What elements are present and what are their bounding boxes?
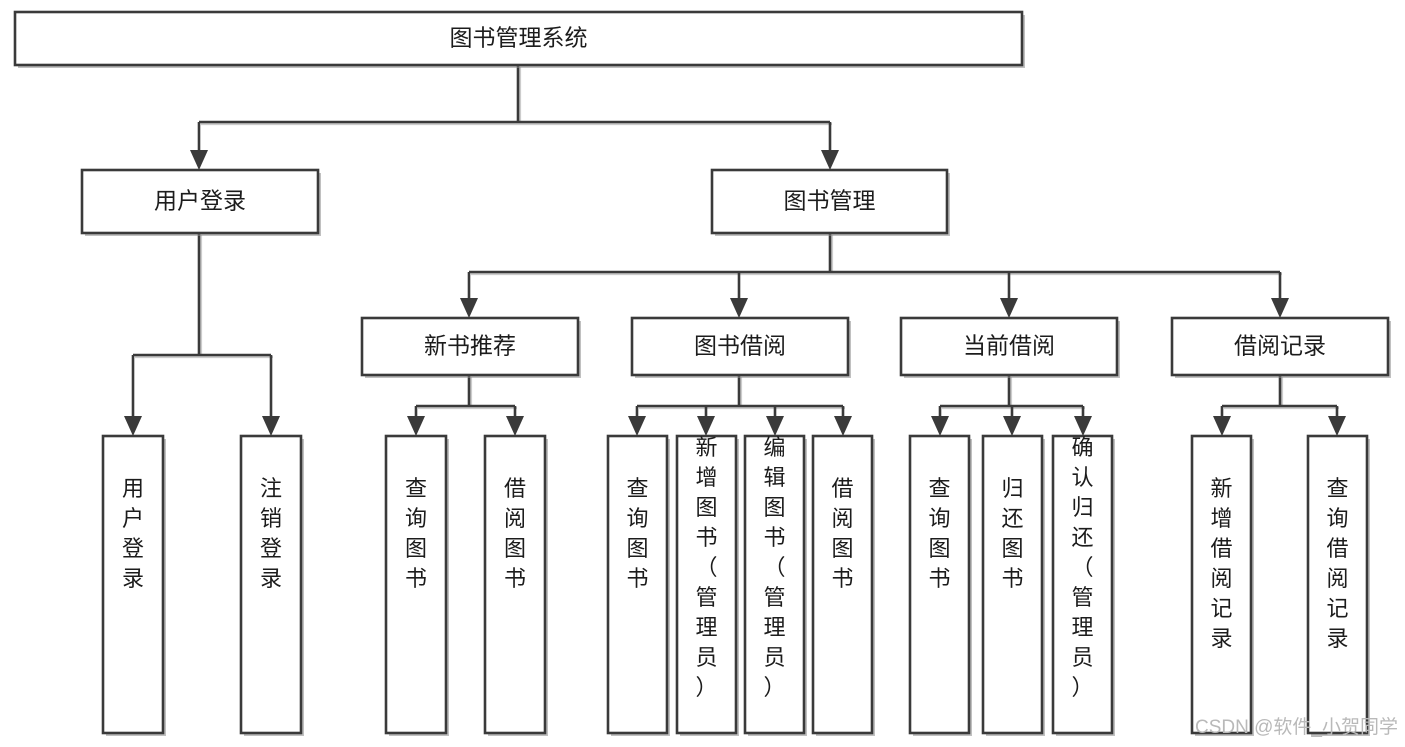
node-user-login[interactable]: 用户登录	[80, 168, 321, 236]
node-label: 确认归还（管理员）	[1071, 435, 1093, 700]
node-label: 图书借阅	[694, 333, 786, 359]
node-label: 查询借阅记录	[1326, 476, 1348, 651]
node-root[interactable]: 图书管理系统	[13, 10, 1025, 68]
node-label: 注销登录	[260, 476, 282, 591]
node-book-borrow[interactable]: 图书借阅	[630, 316, 851, 378]
node-label: 查询图书	[928, 476, 950, 591]
node-borrow-record[interactable]: 借阅记录	[1170, 316, 1391, 378]
node-leaf-edit-book-admin[interactable]: 编辑图书（管理员）	[743, 434, 807, 736]
node-label: 借阅图书	[831, 476, 853, 591]
watermark-layer: CSDN @软件_小贺同学	[1195, 716, 1398, 738]
node-leaf-query-borrow-record[interactable]: 查询借阅记录	[1306, 434, 1370, 736]
node-label: 查询图书	[626, 476, 648, 591]
node-label: 借阅记录	[1234, 333, 1326, 359]
node-leaf-query-book-3[interactable]: 查询图书	[908, 434, 972, 736]
node-layer: 图书管理系统用户登录图书管理新书推荐图书借阅当前借阅借阅记录用户登录注销登录查询…	[13, 10, 1391, 736]
node-current-borrow[interactable]: 当前借阅	[899, 316, 1120, 378]
node-leaf-borrow-book-2[interactable]: 借阅图书	[811, 434, 875, 736]
node-leaf-query-book-2[interactable]: 查询图书	[606, 434, 670, 736]
node-label: 借阅图书	[504, 476, 526, 591]
node-leaf-logout[interactable]: 注销登录	[239, 434, 304, 736]
connector-newbook-to-leaves	[407, 375, 524, 436]
node-label: 新增图书（管理员）	[695, 435, 717, 700]
node-label: 归还图书	[1001, 476, 1023, 591]
connector-bookborrow-to-leaves	[628, 375, 852, 436]
node-label: 用户登录	[122, 476, 144, 591]
csdn-watermark: CSDN @软件_小贺同学	[1195, 716, 1398, 738]
connector-currentborrow-to-leaves	[931, 375, 1092, 436]
connector-bookmanage-to-level3	[460, 233, 1289, 318]
node-leaf-add-book-admin[interactable]: 新增图书（管理员）	[675, 434, 739, 736]
node-leaf-borrow-book-1[interactable]: 借阅图书	[483, 434, 548, 736]
node-label: 编辑图书（管理员）	[763, 435, 785, 700]
node-label: 新书推荐	[424, 333, 516, 359]
node-label: 查询图书	[405, 476, 427, 591]
node-leaf-user-login[interactable]: 用户登录	[101, 434, 166, 736]
connector-userlogin-to-leaves	[124, 233, 280, 436]
node-label: 新增借阅记录	[1210, 476, 1232, 651]
node-new-book-rec[interactable]: 新书推荐	[360, 316, 581, 378]
node-label: 当前借阅	[963, 333, 1055, 359]
connector-root-to-level2	[190, 65, 839, 170]
node-label: 图书管理系统	[450, 25, 588, 51]
node-leaf-add-borrow-record[interactable]: 新增借阅记录	[1190, 434, 1254, 736]
node-label: 用户登录	[154, 188, 246, 214]
node-book-manage[interactable]: 图书管理	[710, 168, 950, 236]
connector-borrowrecord-to-leaves	[1213, 375, 1346, 436]
node-label: 图书管理	[784, 188, 876, 214]
node-leaf-query-book-1[interactable]: 查询图书	[384, 434, 449, 736]
node-leaf-return-book[interactable]: 归还图书	[981, 434, 1045, 736]
node-leaf-confirm-return-admin[interactable]: 确认归还（管理员）	[1051, 434, 1115, 736]
connector-layer	[124, 65, 1346, 436]
